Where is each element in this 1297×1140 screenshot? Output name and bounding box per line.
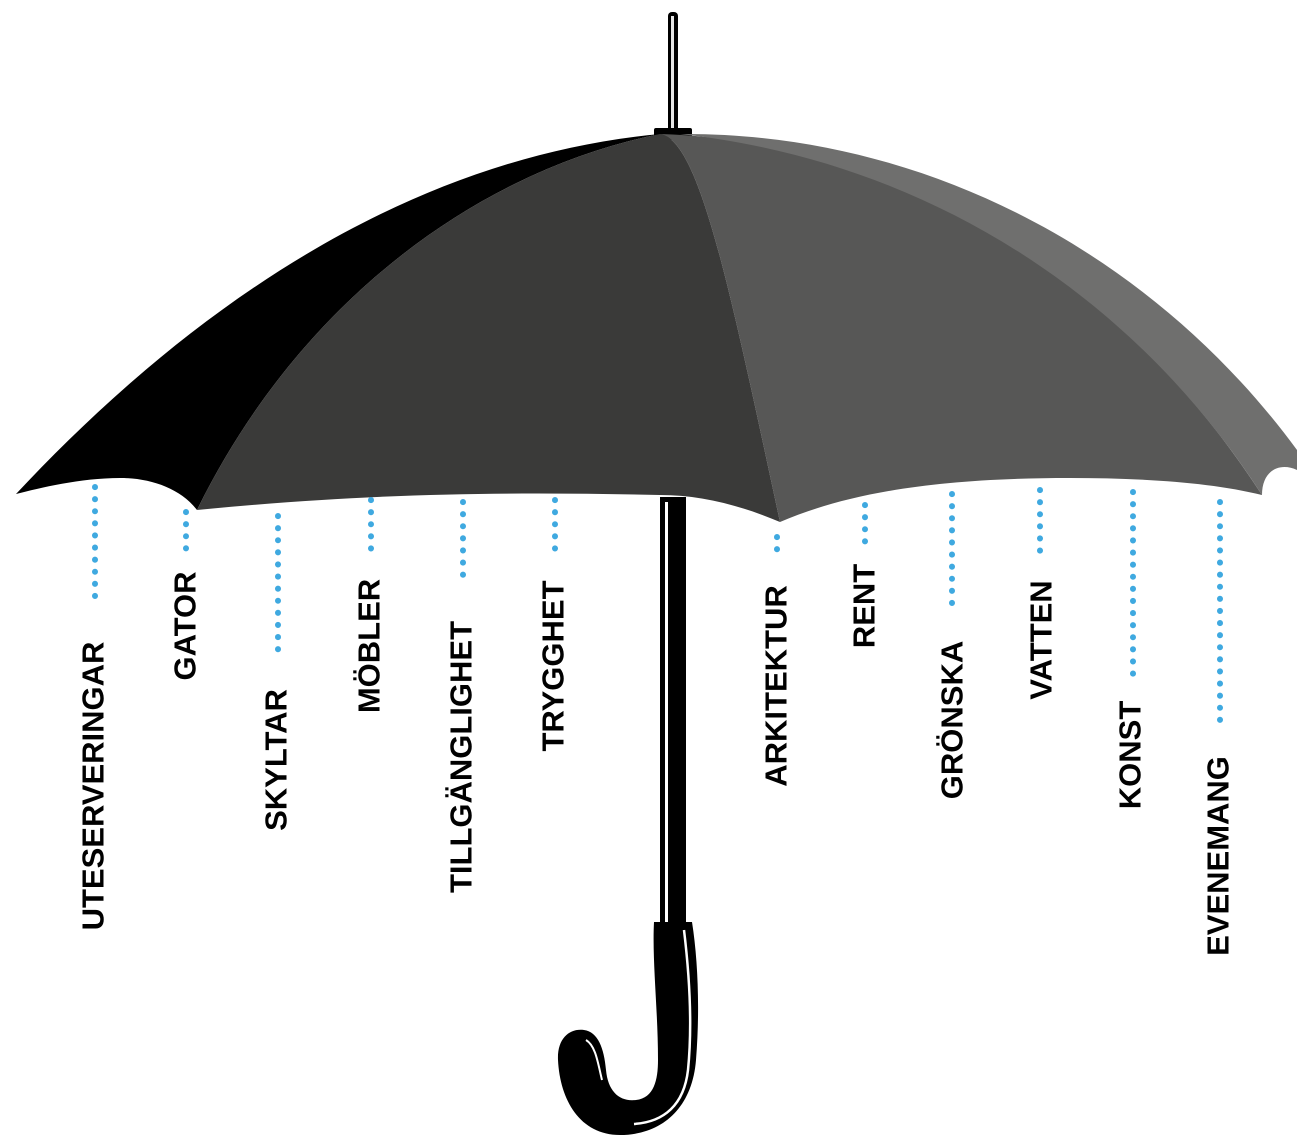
label-konst: KONST xyxy=(1112,700,1148,810)
label-trygghet: TRYGGHET xyxy=(535,580,571,752)
label-uteserveringar: UTESERVERINGAR xyxy=(75,641,111,931)
label-evenemang: EVENEMANG xyxy=(1200,756,1236,956)
canopy-panel-center-left xyxy=(197,134,780,522)
label-arkitektur: ARKITEKTUR xyxy=(758,585,794,787)
label-rent: RENT xyxy=(846,563,882,649)
canopy-panel-center-right xyxy=(660,134,1262,522)
umbrella-handle-highlight xyxy=(633,929,692,1126)
label-mobler: MÖBLER xyxy=(351,578,387,714)
umbrella-shaft xyxy=(660,497,686,927)
umbrella-shaft-highlight xyxy=(665,502,668,922)
label-tillganglighet: TILLGÄNGLIGHET xyxy=(443,620,479,894)
umbrella-tip-highlight xyxy=(671,16,674,128)
canopy-panel-left xyxy=(16,134,660,510)
canopy-panel-right xyxy=(680,133,1297,495)
umbrella-handle-highlight-inner xyxy=(585,1039,603,1081)
label-skyltar: SKYLTAR xyxy=(258,689,294,831)
label-gronska: GRÖNSKA xyxy=(934,640,970,800)
label-gator: GATOR xyxy=(167,571,203,681)
umbrella-handle xyxy=(557,922,699,1135)
label-vatten: VATTEN xyxy=(1023,580,1059,700)
